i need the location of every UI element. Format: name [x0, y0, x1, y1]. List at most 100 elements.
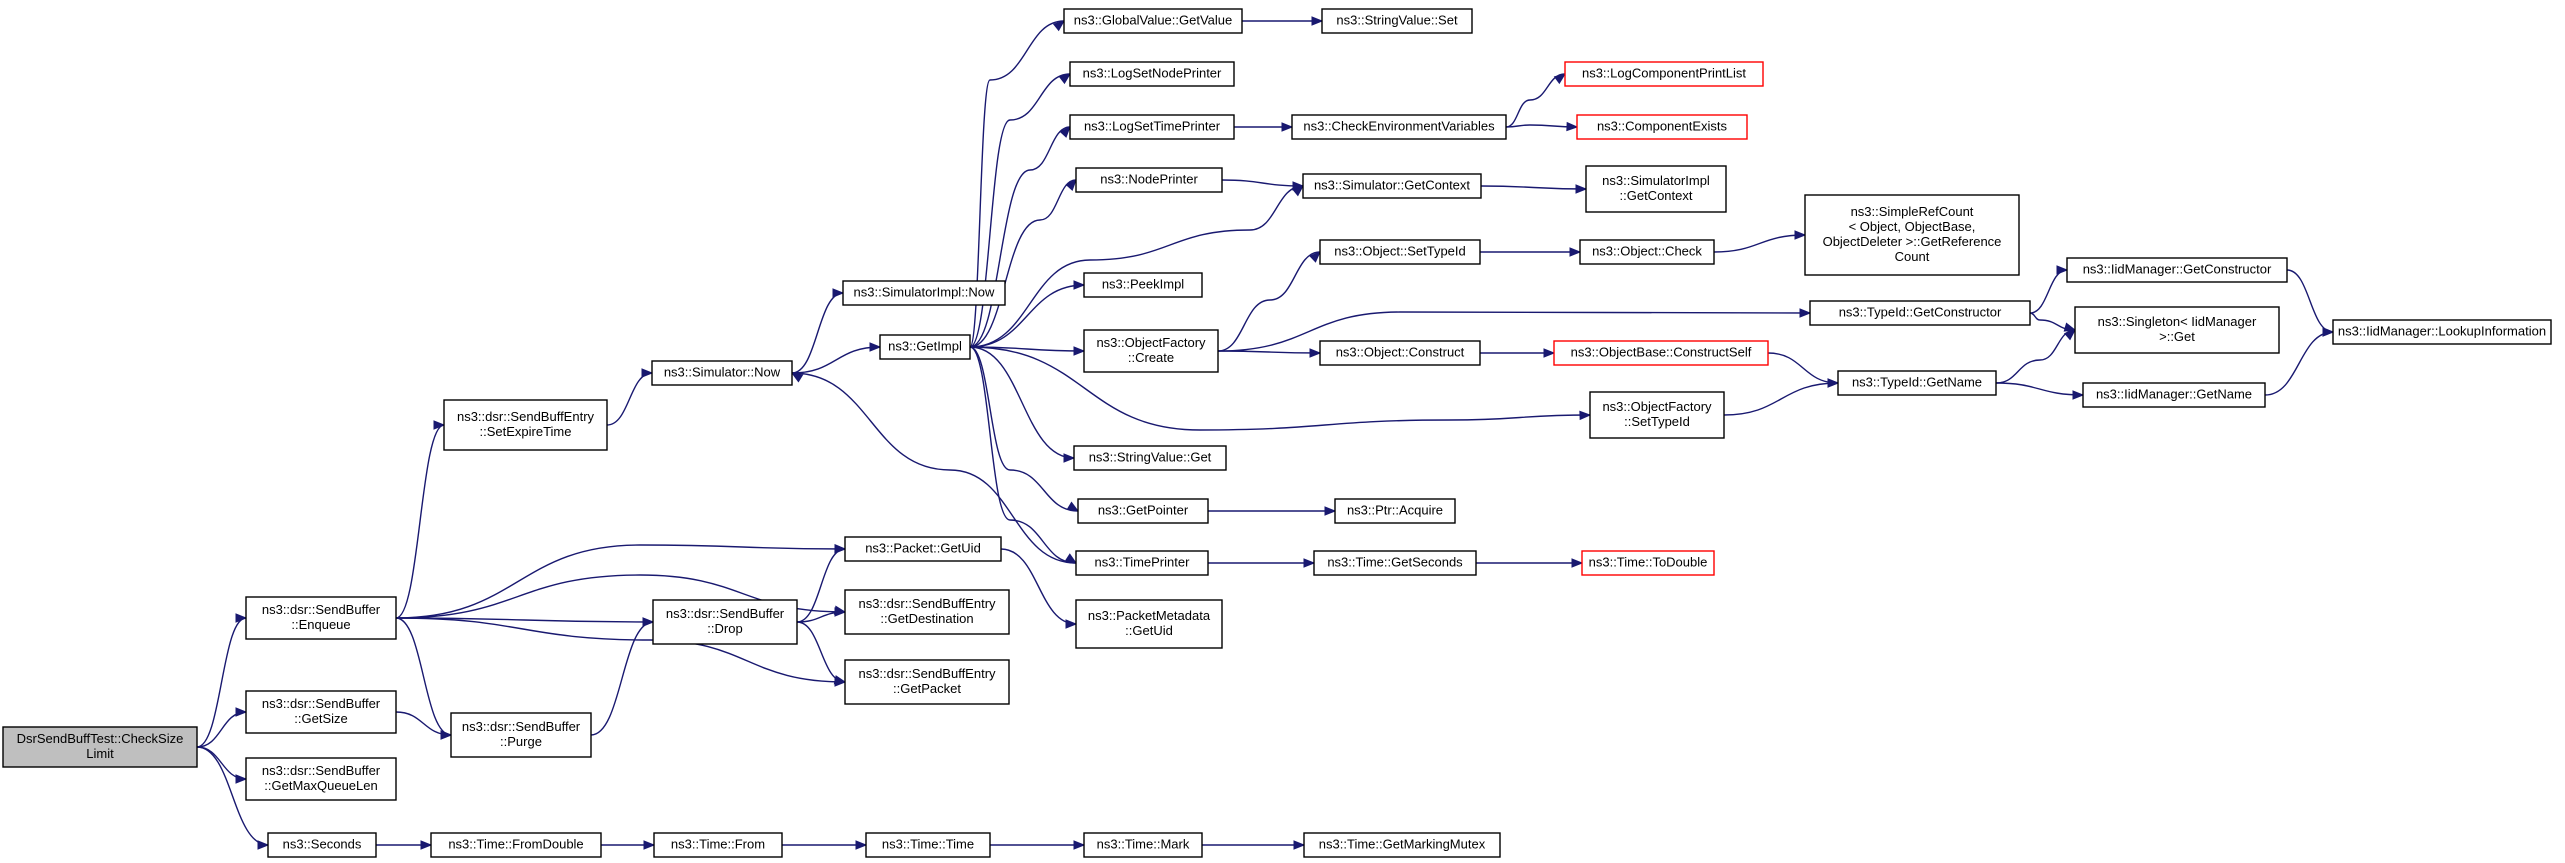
node-ns3-packetmetadata-getuid[interactable]: ns3::PacketMetadata::GetUid [1075, 599, 1223, 649]
edge-arrowhead [1579, 410, 1592, 421]
node-ns3-dsr-sendbuffer-getmaxqueuelen[interactable]: ns3::dsr::SendBuffer::GetMaxQueueLen [245, 757, 397, 801]
edge-n41-to-n45 [1723, 378, 1840, 416]
edge-line [2029, 269, 2068, 314]
node-box [245, 596, 397, 640]
edge-line [196, 746, 269, 846]
edge-n34-to-n42 [1475, 558, 1584, 568]
node-box [1553, 340, 1769, 366]
node-label: ns3::ComponentExists [1597, 119, 1728, 134]
edge-line [196, 746, 247, 780]
node-ns3-iidmanager-getconstructor[interactable]: ns3::IidManager::GetConstructor [2066, 257, 2288, 283]
edge-n5-to-n7 [606, 368, 654, 426]
node-label: ns3::Time::ToDouble [1589, 555, 1708, 570]
node-ns3-stringvalue-set[interactable]: ns3::StringValue::Set [1321, 8, 1473, 34]
node-label: ns3::ObjectBase::ConstructSelf [1571, 345, 1752, 360]
node-label: ns3::dsr::SendBuffer [262, 602, 381, 617]
node-ns3-seconds[interactable]: ns3::Seconds [267, 832, 377, 858]
node-label: ns3::Ptr::Acquire [1347, 503, 1443, 518]
node-box [1585, 165, 1727, 213]
node-ns3-dsr-sendbuffer-purge[interactable]: ns3::dsr::SendBuffer::Purge [450, 712, 592, 758]
node-ns3-dsr-sendbuffer-drop[interactable]: ns3::dsr::SendBuffer::Drop [652, 599, 798, 645]
node-ns3-globalvalue-getvalue[interactable]: ns3::GlobalValue::GetValue [1063, 8, 1243, 34]
node-label: ns3::GlobalValue::GetValue [1074, 13, 1233, 28]
node-ns3-time-time[interactable]: ns3::Time::Time [865, 832, 991, 858]
edge-line [1995, 382, 2084, 396]
node-label: ns3::dsr::SendBuffer [462, 719, 581, 734]
edge-arrowhead [832, 288, 845, 298]
node-ns3-dsr-sendbuffer-getsize[interactable]: ns3::dsr::SendBuffer::GetSize [245, 690, 397, 734]
node-ns3-logsetnodeprinter[interactable]: ns3::LogSetNodePrinter [1069, 61, 1235, 87]
node-ns3-componentexists[interactable]: ns3::ComponentExists [1576, 114, 1748, 140]
node-ns3-nodeprinter[interactable]: ns3::NodePrinter [1075, 167, 1223, 193]
node-ns3-time-from[interactable]: ns3::Time::From [653, 832, 783, 858]
node-ns3-dsr-sendbuffentry-getpacket[interactable]: ns3::dsr::SendBuffEntry::GetPacket [844, 659, 1010, 705]
node-box [1075, 550, 1209, 576]
edge-n46-to-n49 [2286, 269, 2335, 337]
node-ns3-typeid-getname[interactable]: ns3::TypeId::GetName [1837, 370, 1997, 396]
node-ns3-iidmanager-lookupinformation[interactable]: ns3::IidManager::LookupInformation [2332, 319, 2552, 345]
node-ns3-time-getseconds[interactable]: ns3::Time::GetSeconds [1313, 550, 1477, 576]
node-label: ::GetPacket [893, 681, 961, 696]
node-ns3-logsettimeprinter[interactable]: ns3::LogSetTimePrinter [1069, 114, 1235, 140]
node-ns3-objectbase-constructself[interactable]: ns3::ObjectBase::ConstructSelf [1553, 340, 1769, 366]
node-ns3-getpointer[interactable]: ns3::GetPointer [1077, 498, 1209, 524]
node-ns3-simulator-now[interactable]: ns3::Simulator::Now [651, 360, 793, 386]
node-ns3-simplerefcount-object-objectbase-objectdeleter-getreference-count[interactable]: ns3::SimpleRefCount< Object, ObjectBase,… [1804, 194, 2020, 276]
node-label: ns3::SimulatorImpl::Now [854, 285, 995, 300]
node-ns3-time-mark[interactable]: ns3::Time::Mark [1083, 832, 1203, 858]
edge-arrowhead [1566, 121, 1579, 132]
node-ns3-timeprinter[interactable]: ns3::TimePrinter [1075, 550, 1209, 576]
node-ns3-singleton-iidmanager-get[interactable]: ns3::Singleton< IidManager>::Get [2074, 306, 2280, 354]
node-label: ::GetUid [1125, 623, 1173, 638]
node-ns3-object-construct[interactable]: ns3::Object::Construct [1319, 340, 1481, 366]
node-ns3-ptr-acquire[interactable]: ns3::Ptr::Acquire [1334, 498, 1456, 524]
function-nodes: DsrSendBuffTest::CheckSizeLimitns3::dsr:… [2, 8, 2552, 858]
node-label: ns3::Time::From [671, 837, 765, 852]
node-label: ns3::Packet::GetUid [865, 541, 981, 556]
edge-arrowhead [1066, 501, 1080, 512]
edge-line [1505, 124, 1578, 128]
node-ns3-stringvalue-get[interactable]: ns3::StringValue::Get [1073, 445, 1227, 471]
node-ns3-dsr-sendbuffer-enqueue[interactable]: ns3::dsr::SendBuffer::Enqueue [245, 596, 397, 640]
edge-arrowhead [1064, 553, 1078, 564]
node-ns3-time-fromdouble[interactable]: ns3::Time::FromDouble [430, 832, 602, 858]
node-label: ns3::IidManager::GetConstructor [2083, 262, 2272, 277]
edge-arrowhead [1309, 251, 1321, 263]
node-ns3-object-check[interactable]: ns3::Object::Check [1579, 239, 1715, 265]
node-box [1837, 370, 1997, 396]
node-ns3-peekimpl[interactable]: ns3::PeekImpl [1083, 272, 1203, 298]
edge-line [969, 346, 1077, 564]
edge-arrowhead [1063, 453, 1076, 463]
node-box [267, 832, 377, 858]
node-ns3-getimpl[interactable]: ns3::GetImpl [879, 334, 971, 360]
node-box [2332, 319, 2552, 345]
node-ns3-time-getmarkingmutex[interactable]: ns3::Time::GetMarkingMutex [1303, 832, 1501, 858]
node-label: ns3::IidManager::LookupInformation [2338, 324, 2546, 339]
node-ns3-time-todouble[interactable]: ns3::Time::ToDouble [1581, 550, 1715, 576]
node-ns3-object-settypeid[interactable]: ns3::Object::SetTypeId [1319, 239, 1481, 265]
edge-arrowhead [1575, 184, 1588, 194]
node-ns3-checkenvironmentvariables[interactable]: ns3::CheckEnvironmentVariables [1291, 114, 1507, 140]
edge-arrowhead [433, 420, 446, 430]
node-box [1302, 173, 1482, 199]
node-ns3-dsr-sendbuffentry-getdestination[interactable]: ns3::dsr::SendBuffEntry::GetDestination [844, 589, 1010, 635]
edge-line [1480, 185, 1587, 190]
node-label: ns3::TimePrinter [1095, 555, 1191, 570]
node-ns3-simulatorimpl-getcontext[interactable]: ns3::SimulatorImpl::GetContext [1585, 165, 1727, 213]
node-ns3-typeid-getconstructor[interactable]: ns3::TypeId::GetConstructor [1809, 300, 2031, 326]
node-label: ns3::PacketMetadata [1088, 608, 1211, 623]
node-ns3-objectfactory-create[interactable]: ns3::ObjectFactory::Create [1083, 329, 1219, 373]
node-ns3-simulator-getcontext[interactable]: ns3::Simulator::GetContext [1302, 173, 1482, 199]
node-ns3-packet-getuid[interactable]: ns3::Packet::GetUid [844, 536, 1002, 562]
node-ns3-dsr-sendbuffentry-setexpiretime[interactable]: ns3::dsr::SendBuffEntry::SetExpireTime [443, 399, 608, 451]
node-ns3-objectfactory-settypeid[interactable]: ns3::ObjectFactory::SetTypeId [1589, 391, 1725, 439]
node-box [844, 589, 1010, 635]
node-ns3-logcomponentprintlist[interactable]: ns3::LogComponentPrintList [1564, 61, 1764, 87]
node-ns3-simulatorimpl-now[interactable]: ns3::SimulatorImpl::Now [842, 280, 1006, 306]
edge-arrowhead [2063, 329, 2077, 341]
node-box [2074, 306, 2280, 354]
node-ns3-iidmanager-getname[interactable]: ns3::IidManager::GetName [2082, 382, 2266, 408]
edge-n13-to-n26 [1000, 548, 1078, 629]
node-box [245, 690, 397, 734]
